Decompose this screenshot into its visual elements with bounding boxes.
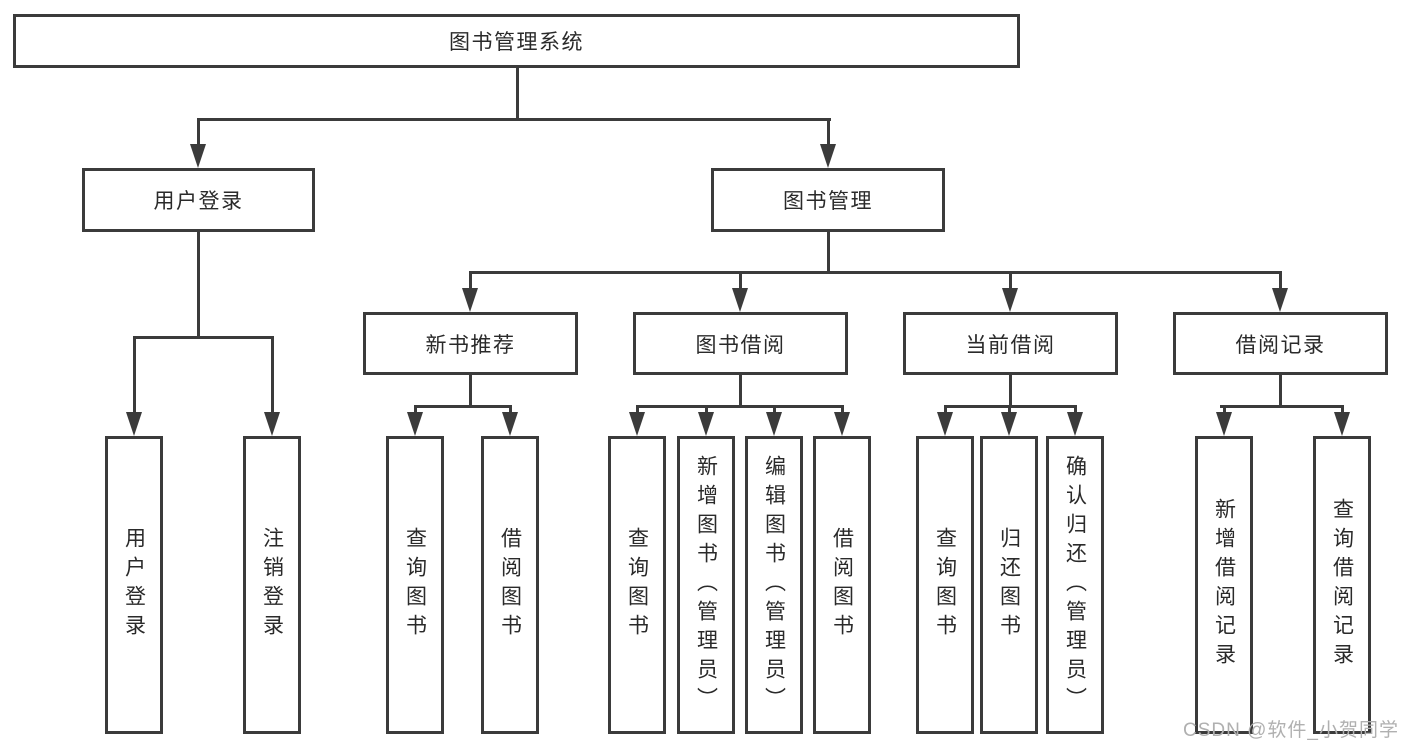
arrow-down-icon [834, 412, 850, 436]
node-leaf-confirm-return-admin: 确认归还（管理员） [1046, 436, 1104, 734]
node-label: 借阅图书 [830, 527, 854, 643]
connector-line [739, 373, 742, 408]
node-user-login: 用户登录 [82, 168, 315, 232]
connector-line [636, 405, 844, 408]
node-leaf-search-borrow-record: 查询借阅记录 [1313, 436, 1371, 734]
node-leaf-edit-book-admin: 编辑图书（管理员） [745, 436, 803, 734]
arrow-down-icon [264, 412, 280, 436]
node-label: 借阅记录 [1235, 333, 1326, 357]
connector-line [271, 336, 274, 416]
node-leaf-search-book-borrow: 查询图书 [608, 436, 666, 734]
arrow-down-icon [629, 412, 645, 436]
connector-line [1279, 271, 1282, 293]
node-leaf-add-borrow-record: 新增借阅记录 [1195, 436, 1253, 734]
node-new-book-recommend: 新书推荐 [363, 312, 578, 375]
node-label: 图书管理系统 [449, 31, 584, 54]
arrow-down-icon [502, 412, 518, 436]
arrow-down-icon [766, 412, 782, 436]
node-label: 用户登录 [122, 527, 146, 643]
node-label: 用户登录 [153, 190, 244, 213]
node-leaf-borrow-book-recommend: 借阅图书 [481, 436, 539, 734]
connector-line [1220, 405, 1343, 408]
node-label: 查询图书 [933, 527, 957, 643]
node-label: 归还图书 [997, 527, 1021, 643]
node-library-system: 图书管理系统 [13, 14, 1020, 68]
arrow-down-icon [190, 144, 206, 168]
arrow-down-icon [698, 412, 714, 436]
node-label: 编辑图书（管理员） [762, 454, 786, 716]
node-leaf-add-book-admin: 新增图书（管理员） [677, 436, 735, 734]
node-leaf-search-book-recommend: 查询图书 [386, 436, 444, 734]
node-label: 查询借阅记录 [1330, 498, 1354, 672]
arrow-down-icon [407, 412, 423, 436]
arrow-down-icon [1216, 412, 1232, 436]
node-leaf-borrow-book: 借阅图书 [813, 436, 871, 734]
node-label: 借阅图书 [498, 527, 522, 643]
node-label: 图书管理 [783, 190, 873, 213]
connector-line [469, 373, 472, 408]
node-book-management: 图书管理 [711, 168, 945, 232]
node-label: 查询图书 [403, 527, 427, 643]
arrow-down-icon [1002, 288, 1018, 312]
node-leaf-logout: 注销登录 [243, 436, 301, 734]
connector-line [469, 271, 1281, 274]
node-book-borrowing: 图书借阅 [633, 312, 848, 375]
connector-line [414, 405, 512, 408]
csdn-watermark: CSDN @软件_小贺同学 [1183, 720, 1399, 741]
node-current-borrowing: 当前借阅 [903, 312, 1118, 375]
arrow-down-icon [1334, 412, 1350, 436]
arrow-down-icon [126, 412, 142, 436]
arrow-down-icon [820, 144, 836, 168]
connector-line [197, 230, 200, 338]
node-label: 图书借阅 [695, 333, 786, 357]
connector-line [1009, 271, 1012, 293]
arrow-down-icon [732, 288, 748, 312]
connector-line [197, 118, 200, 148]
arrow-down-icon [1272, 288, 1288, 312]
node-leaf-search-book-current: 查询图书 [916, 436, 974, 734]
connector-line [469, 271, 472, 293]
arrow-down-icon [1067, 412, 1083, 436]
node-leaf-return-book: 归还图书 [980, 436, 1038, 734]
node-label: 确认归还（管理员） [1063, 454, 1087, 716]
connector-line [827, 230, 830, 274]
connector-line [1279, 373, 1282, 408]
node-leaf-user-login: 用户登录 [105, 436, 163, 734]
connector-line [739, 271, 742, 293]
node-label: 新增图书（管理员） [694, 454, 718, 716]
arrow-down-icon [462, 288, 478, 312]
node-label: 注销登录 [260, 527, 284, 643]
node-label: 查询图书 [625, 527, 649, 643]
arrow-down-icon [937, 412, 953, 436]
connector-line [133, 336, 136, 416]
connector-line [1009, 373, 1012, 408]
connector-line [827, 118, 830, 148]
node-label: 当前借阅 [965, 333, 1056, 357]
connector-line [133, 336, 274, 339]
node-label: 新书推荐 [425, 333, 516, 357]
connector-line [516, 67, 519, 121]
node-label: 新增借阅记录 [1212, 498, 1236, 672]
arrow-down-icon [1001, 412, 1017, 436]
connector-line [197, 118, 831, 121]
node-borrow-records: 借阅记录 [1173, 312, 1388, 375]
